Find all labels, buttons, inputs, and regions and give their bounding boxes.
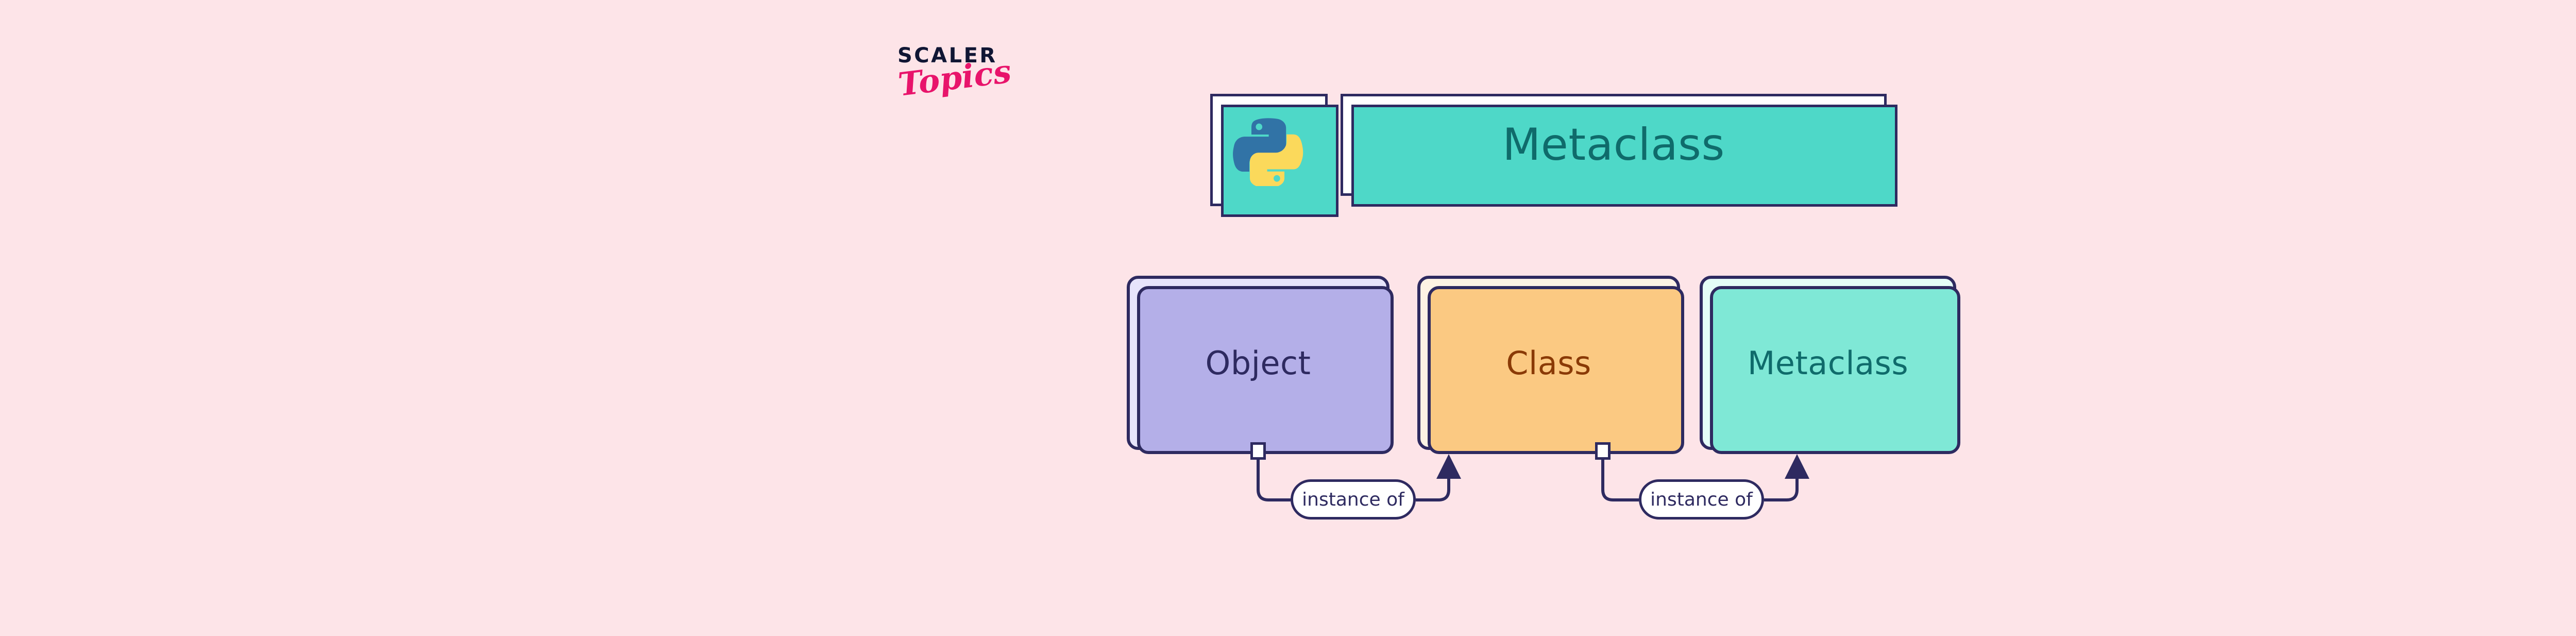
relation-label-object-to-class[interactable]: instance of	[1291, 479, 1416, 520]
relation-label-text: instance of	[1302, 489, 1404, 510]
scaler-topics-logo: SCALER Topics	[896, 44, 1031, 133]
edge-class-to-pill2	[1601, 460, 1639, 501]
header-title-box: Metaclass	[1341, 94, 1897, 207]
header: Metaclass	[1210, 94, 1897, 217]
relation-label-class-to-metaclass[interactable]: instance of	[1639, 479, 1764, 520]
card-metaclass-label: Metaclass	[1747, 344, 1909, 382]
python-logo-box	[1210, 94, 1338, 217]
card-object-label: Object	[1205, 344, 1311, 382]
python-logo-icon	[1233, 118, 1303, 186]
card-metaclass[interactable]: Metaclass	[1700, 276, 1960, 454]
connector-square-object	[1250, 442, 1266, 460]
edge-object-to-pill1	[1257, 460, 1291, 501]
relation-label-text: instance of	[1650, 489, 1753, 510]
edge-pill2-to-metaclass	[1764, 454, 1809, 501]
card-class-label: Class	[1506, 344, 1591, 382]
card-object[interactable]: Object	[1127, 276, 1394, 454]
card-class[interactable]: Class	[1417, 276, 1684, 454]
brand-name-primary: SCALER	[897, 44, 997, 68]
edge-pill1-to-class	[1416, 454, 1461, 501]
connector-square-class	[1595, 442, 1611, 460]
page-title: Metaclass	[1502, 119, 1725, 171]
